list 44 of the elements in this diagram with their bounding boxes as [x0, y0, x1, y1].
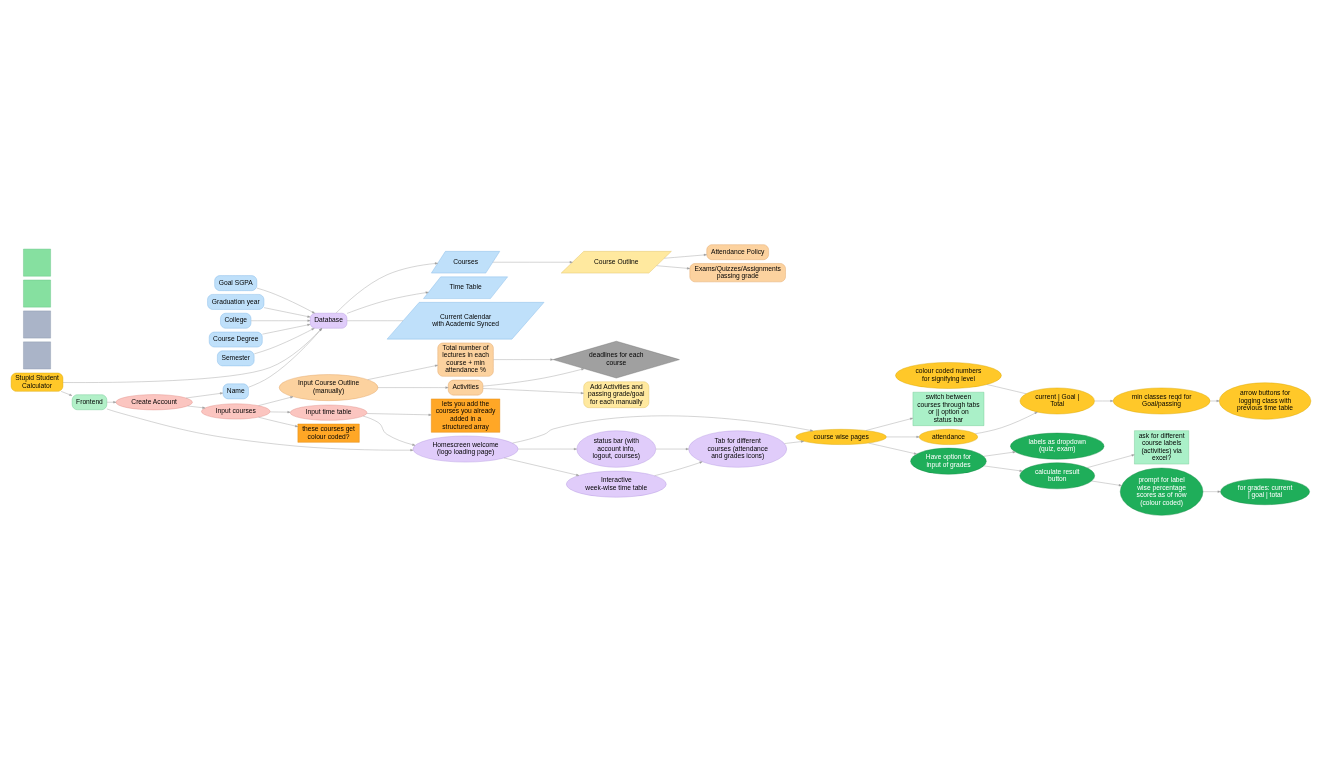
- arrow: [1202, 490, 1221, 493]
- arrow: [366, 413, 432, 416]
- arrow: [258, 417, 299, 428]
- connector: [346, 320, 404, 321]
- arrow: [983, 451, 1016, 457]
- arrow: [654, 461, 703, 476]
- arrow: [664, 253, 707, 259]
- arrow: [865, 417, 914, 431]
- arrow: [377, 386, 449, 389]
- node-box: [23, 341, 51, 370]
- arrow: [258, 396, 294, 406]
- arrow: [975, 411, 1038, 434]
- arrow: [262, 323, 311, 335]
- connector: [986, 384, 1027, 394]
- node-box: [23, 279, 51, 308]
- arrow: [1091, 480, 1122, 487]
- arrow: [512, 415, 814, 444]
- arrow: [335, 262, 438, 314]
- arrow: [1086, 454, 1135, 468]
- node-box: [23, 310, 51, 339]
- arrow: [256, 287, 315, 314]
- arrow: [493, 358, 554, 361]
- arrow: [983, 465, 1023, 472]
- arrow: [367, 364, 438, 380]
- arrow: [482, 388, 584, 395]
- arrow: [250, 319, 311, 322]
- arrow: [60, 391, 73, 396]
- arrow: [362, 415, 416, 446]
- arrow: [1209, 399, 1220, 403]
- arrow: [263, 307, 311, 318]
- arrow: [656, 265, 690, 270]
- arrow: [346, 291, 429, 314]
- arrow: [185, 392, 223, 399]
- arrow: [868, 442, 917, 455]
- arrow: [187, 405, 206, 409]
- arrow: [503, 457, 580, 476]
- node-box: [23, 248, 51, 277]
- arrow: [106, 408, 414, 452]
- arrow: [784, 440, 804, 444]
- arrow: [482, 368, 585, 387]
- arrow: [1094, 399, 1114, 403]
- arrow: [254, 328, 315, 355]
- arrow: [269, 411, 291, 414]
- arrow: [106, 401, 117, 404]
